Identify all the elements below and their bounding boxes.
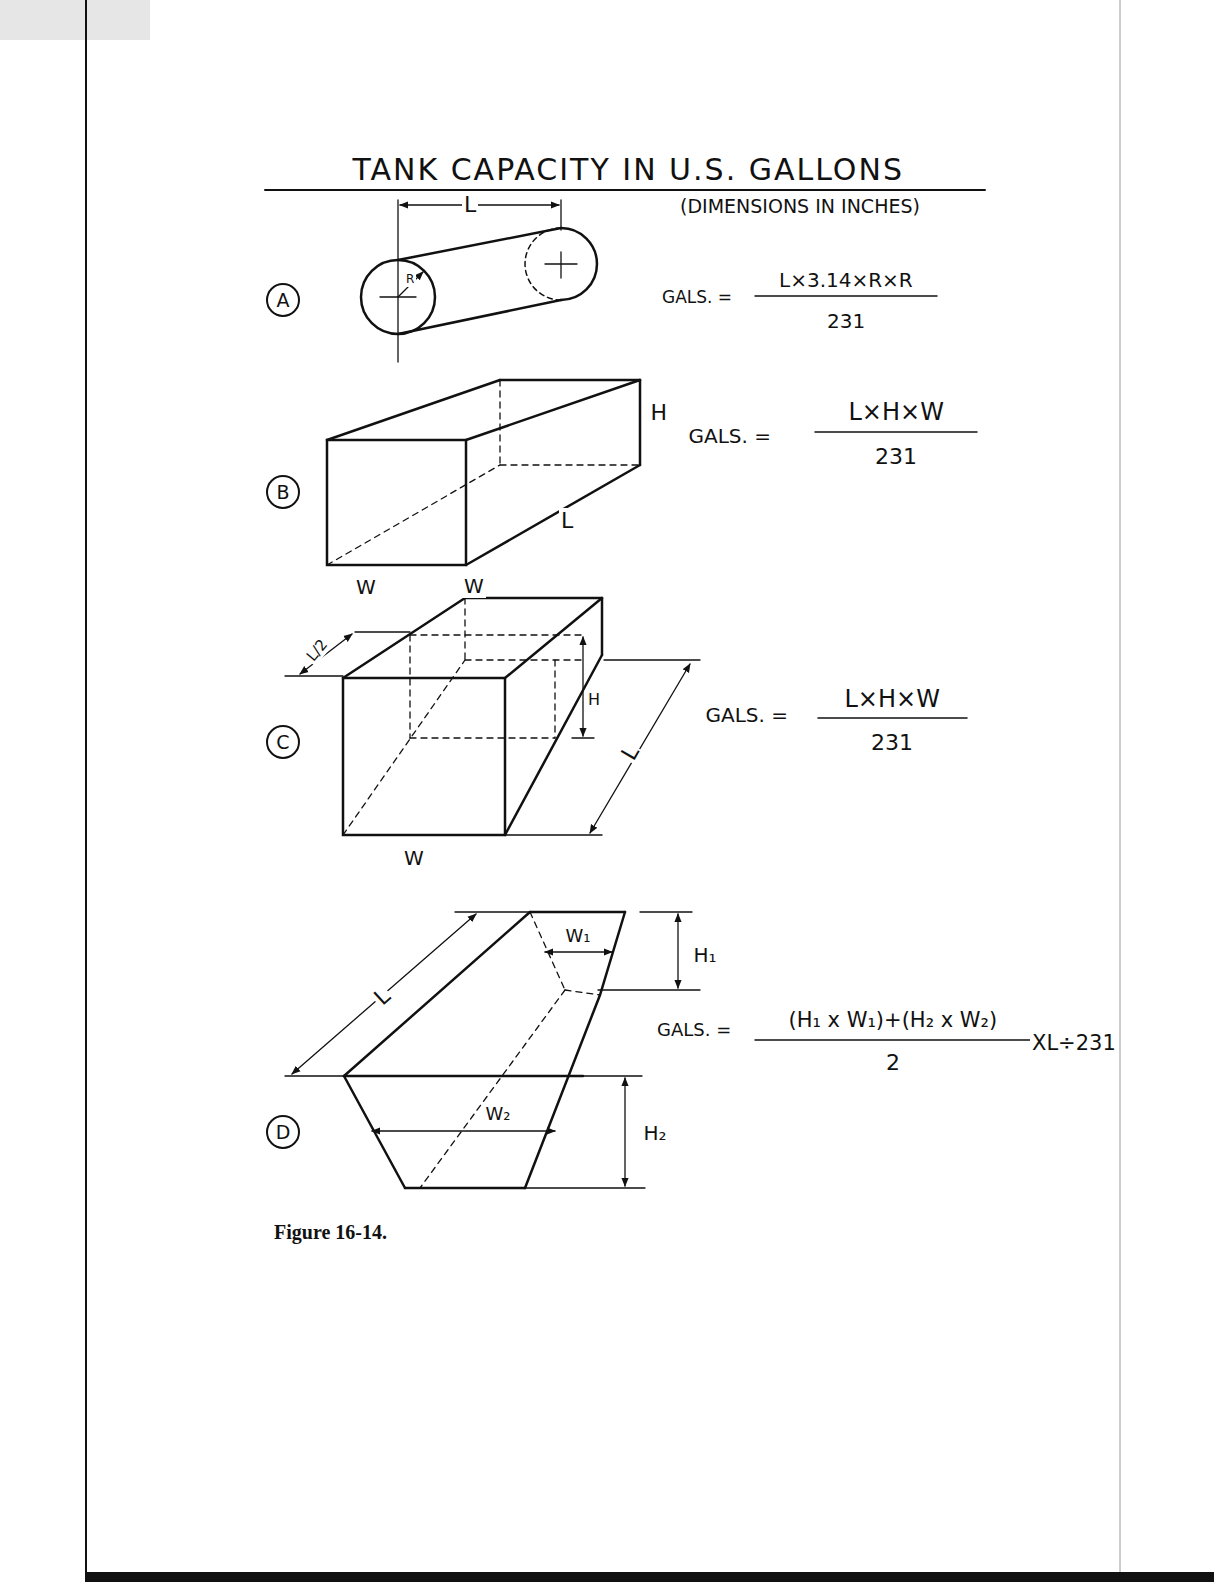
dimension-label: L xyxy=(559,508,575,533)
dimension-label: W₁ xyxy=(564,926,593,947)
formula-denominator: 231 xyxy=(873,444,919,469)
figure-title: TANK CAPACITY IN U.S. GALLONS xyxy=(351,153,906,188)
formula-denominator: 231 xyxy=(825,310,867,333)
figure-caption: Figure 16-14. xyxy=(272,1221,389,1244)
dimension-label: L xyxy=(368,981,397,1011)
formula-denominator: 231 xyxy=(869,730,915,755)
callout-circle: A xyxy=(266,283,300,317)
formula-numerator: L×3.14×R×R xyxy=(777,269,915,292)
dimension-label: L/2 xyxy=(302,634,333,666)
callout-circle: B xyxy=(266,475,300,509)
dimension-label: H xyxy=(586,691,602,709)
callout-letter: A xyxy=(277,291,290,310)
formula-text: GALS. = xyxy=(655,1020,733,1041)
note-text: (DIMENSIONS IN INCHES) xyxy=(678,196,922,218)
callout-letter: B xyxy=(276,483,289,502)
callout-circle: C xyxy=(266,725,300,759)
formula-denominator: 2 xyxy=(884,1050,902,1075)
dimension-label: R xyxy=(404,273,416,287)
dimension-label: L xyxy=(462,192,478,217)
dimension-label: W₂ xyxy=(484,1104,513,1125)
callout-circle: D xyxy=(266,1115,300,1149)
callout-letter: D xyxy=(276,1123,291,1142)
dimension-label: H₂ xyxy=(642,1122,669,1145)
formula-numerator: (H₁ x W₁)+(H₂ x W₂) xyxy=(787,1008,1000,1032)
callout-letter: C xyxy=(276,733,289,752)
formula-numerator: L×H×W xyxy=(843,686,942,714)
dimension-label: W xyxy=(402,847,426,870)
dimension-label: H₁ xyxy=(692,944,719,967)
dimension-label: H xyxy=(649,400,670,425)
formula-numerator: L×H×W xyxy=(847,399,946,427)
formula-text: XL÷231 xyxy=(1030,1031,1118,1055)
dimension-label: W xyxy=(354,576,378,599)
dimension-label: W xyxy=(462,575,486,598)
formula-text: GALS. = xyxy=(660,288,734,308)
formula-text: GALS. = xyxy=(687,425,774,448)
formula-text: GALS. = xyxy=(704,704,791,727)
dimension-label: L xyxy=(615,739,645,766)
